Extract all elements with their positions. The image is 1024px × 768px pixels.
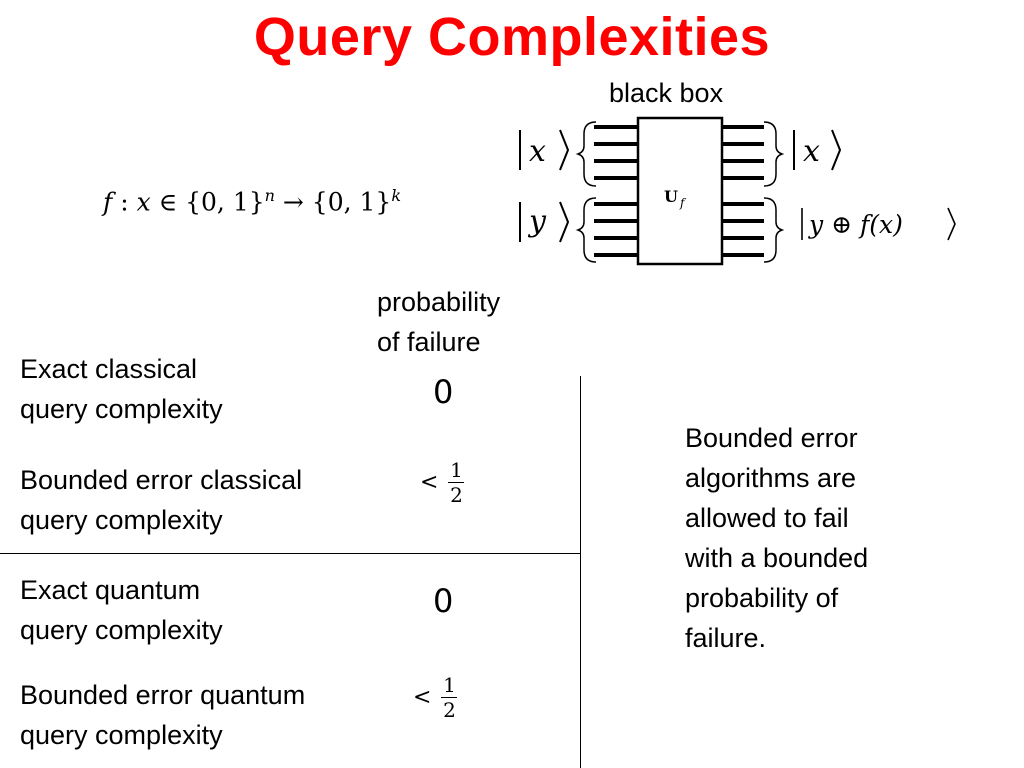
codomain-exponent: k: [391, 186, 402, 205]
ket-out-y-right-angle: [947, 207, 956, 241]
row-exact-quantum-value: 0: [433, 582, 454, 620]
gate-letter: U: [664, 187, 678, 206]
side-note-line-6: failure.: [685, 623, 767, 653]
brace-out-x: [763, 121, 785, 187]
ket-out-x-right-angle: [831, 129, 842, 171]
gate-box: [636, 116, 724, 266]
function-colon: :: [112, 187, 137, 217]
less-than-symbol: <: [420, 470, 439, 495]
fraction-bar: [441, 697, 458, 698]
element-of: ∈: [150, 187, 186, 217]
fraction-denominator: 2: [443, 698, 456, 722]
less-than-symbol: <: [413, 685, 432, 710]
ket-out-y-expression: y ⊕ f(x): [808, 210, 903, 239]
row-exact-classical-label: Exact classical query complexity: [20, 349, 223, 429]
fraction-numerator: 1: [450, 458, 463, 482]
domain-set: {0, 1}: [185, 187, 265, 217]
ket-in-y-symbol: y: [527, 204, 547, 239]
row-bounded-quantum-value: < 1 2: [413, 673, 458, 722]
page-title: Query Complexities: [253, 7, 771, 67]
side-note-line-5: probability of: [685, 583, 839, 613]
row-exact-quantum-label: Exact quantum query complexity: [20, 570, 223, 650]
probability-header: probability of failure: [377, 282, 500, 362]
ket-in-x-right-angle: [559, 129, 570, 171]
fraction-one-half: 1 2: [448, 458, 465, 507]
side-note-line-1: Bounded error: [685, 423, 858, 453]
ket-in-y-right-angle: [559, 201, 570, 243]
ket-in-x-symbol: x: [529, 134, 546, 169]
side-note: Bounded error algorithms are allowed to …: [685, 418, 868, 658]
codomain-set: {0, 1}: [311, 187, 392, 217]
domain-exponent: n: [264, 186, 275, 205]
row-label-line-1: Bounded error quantum: [20, 680, 306, 710]
row-exact-classical-value: 0: [433, 373, 454, 411]
maps-to-arrow: →: [274, 187, 312, 217]
table-divider-vertical: [580, 376, 581, 768]
fraction-bar: [448, 482, 465, 483]
row-label-line-2: query complexity: [20, 505, 223, 535]
fraction-denominator: 2: [450, 483, 463, 507]
side-note-line-3: allowed to fail: [685, 503, 849, 533]
function-definition: f : x ∈ {0, 1}n → {0, 1}k: [103, 186, 401, 216]
row-bounded-quantum-label: Bounded error quantum query complexity: [20, 675, 305, 755]
black-box-label: black box: [609, 78, 724, 108]
fraction-numerator: 1: [443, 673, 456, 697]
row-bounded-classical-value: < 1 2: [420, 458, 465, 507]
ket-out-x-symbol: x: [803, 134, 820, 169]
function-f: f: [103, 187, 113, 217]
row-label-line-1: Bounded error classical: [20, 465, 303, 495]
row-label-line-1: Exact quantum: [20, 575, 201, 605]
side-note-line-4: with a bounded: [685, 543, 869, 573]
probability-header-line-1: probability: [377, 287, 501, 317]
side-note-line-2: algorithms are: [685, 463, 857, 493]
brace-in-x: [575, 121, 597, 187]
table-divider-horizontal: [0, 553, 581, 554]
row-label-line-2: query complexity: [20, 615, 223, 645]
row-label-line-1: Exact classical: [20, 354, 198, 384]
probability-header-line-2: of failure: [377, 327, 481, 357]
row-label-line-2: query complexity: [20, 394, 223, 424]
brace-out-y: [763, 197, 785, 263]
fraction-one-half: 1 2: [441, 673, 458, 722]
row-label-line-2: query complexity: [20, 720, 223, 750]
function-x: x: [136, 187, 151, 217]
row-bounded-classical-label: Bounded error classical query complexity: [20, 460, 302, 540]
brace-in-y: [575, 197, 597, 263]
gate-subscript: f: [679, 196, 687, 210]
